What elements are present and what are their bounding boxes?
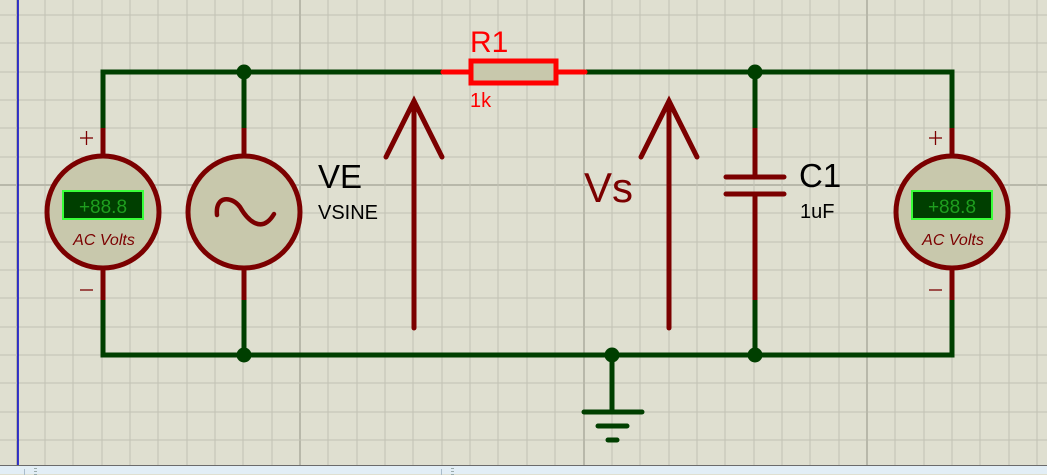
junction-dot (747, 347, 763, 363)
meter-display-value: +88.8 (79, 197, 127, 218)
resistor-r1[interactable]: R1 1k (440, 26, 588, 112)
voltage-arrow-ve[interactable] (383, 95, 445, 331)
voltage-arrow-vs[interactable] (638, 95, 700, 331)
resistor-value-label: 1k (470, 90, 492, 112)
capacitor-ref-label: C1 (799, 157, 841, 194)
junction-dot (236, 64, 252, 80)
wire-bottom[interactable] (100, 300, 955, 358)
plus-terminal-icon (929, 131, 942, 145)
capacitor-value-label: 1uF (800, 201, 834, 223)
status-grip-icon[interactable] (451, 468, 454, 475)
capacitor-c1[interactable]: C1 1uF (723, 128, 841, 300)
meter-display (911, 190, 993, 220)
status-bar (0, 465, 1047, 475)
wire-top-right[interactable] (586, 69, 955, 128)
status-divider (441, 469, 442, 475)
vs-annotation: Vs (584, 164, 633, 211)
junctions (236, 64, 763, 363)
plus-terminal-icon (80, 131, 93, 145)
status-grip-icon[interactable] (34, 468, 37, 475)
source-value-label: VSINE (318, 202, 378, 224)
meter-label: AC Volts (921, 232, 984, 249)
wires (100, 69, 955, 412)
junction-dot (747, 64, 763, 80)
source-ref-label: VE (318, 158, 362, 195)
schematic-canvas[interactable]: +88.8 AC Volts VE VSINE R1 1k Vs C1 1uF (0, 0, 1047, 465)
meter-display-value: +88.8 (928, 197, 976, 218)
resistor-ref-label: R1 (470, 26, 508, 59)
sine-voltage-source[interactable]: VE VSINE (185, 128, 378, 300)
meter-label: AC Volts (72, 232, 135, 249)
wire-top-left[interactable] (100, 69, 442, 128)
resistor-body (468, 58, 559, 86)
junction-dot (236, 347, 252, 363)
junction-dot (604, 347, 620, 363)
status-divider (24, 469, 25, 475)
ground-symbol[interactable] (581, 409, 645, 443)
ac-voltmeter-left[interactable]: +88.8 AC Volts (44, 128, 162, 300)
sine-wave-icon (214, 197, 277, 227)
meter-display (62, 190, 144, 220)
ac-voltmeter-right[interactable]: +88.8 AC Volts (893, 128, 1011, 300)
